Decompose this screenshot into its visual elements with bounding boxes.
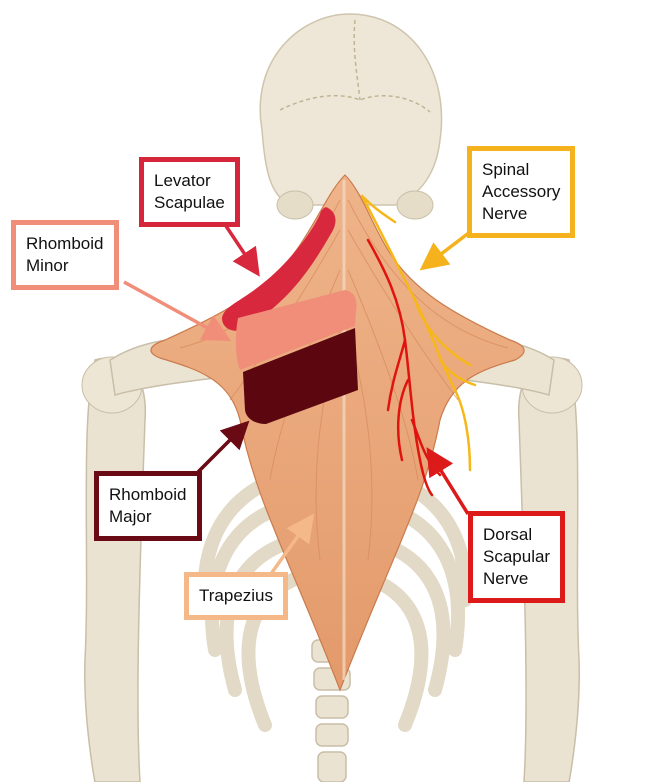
levator-scapulae-arrow: [226, 226, 254, 268]
rhomboid-major-arrow: [198, 428, 242, 472]
dorsal-scapular-nerve-label: Dorsal Scapular Nerve: [468, 511, 565, 603]
trapezius-line-1: Trapezius: [199, 585, 273, 607]
spinal-accessory-nerve-line-2: Accessory: [482, 181, 560, 203]
dorsal-scapular-nerve-line-1: Dorsal: [483, 524, 550, 546]
dorsal-scapular-nerve-line-3: Nerve: [483, 568, 550, 590]
spinal-accessory-nerve-line-1: Spinal: [482, 159, 560, 181]
levator-scapulae-line-2: Scapulae: [154, 192, 225, 214]
dorsal-scapular-nerve-line-2: Scapular: [483, 546, 550, 568]
rhomboid-minor-line-2: Minor: [26, 255, 104, 277]
spinal-accessory-nerve-label: Spinal Accessory Nerve: [467, 146, 575, 238]
rhomboid-major-label: Rhomboid Major: [94, 471, 202, 541]
spinal-accessory-nerve-line-3: Nerve: [482, 203, 560, 225]
rhomboid-major-line-1: Rhomboid: [109, 484, 187, 506]
trapezius-label: Trapezius: [184, 572, 288, 620]
rhomboid-minor-line-1: Rhomboid: [26, 233, 104, 255]
levator-scapulae-line-1: Levator: [154, 170, 225, 192]
rhomboid-major-line-2: Major: [109, 506, 187, 528]
rhomboid-minor-label: Rhomboid Minor: [11, 220, 119, 290]
rhomboid-minor-arrow: [124, 282, 222, 336]
spinal-accessory-nerve-arrow: [428, 232, 470, 264]
levator-scapulae-label: Levator Scapulae: [139, 157, 240, 227]
